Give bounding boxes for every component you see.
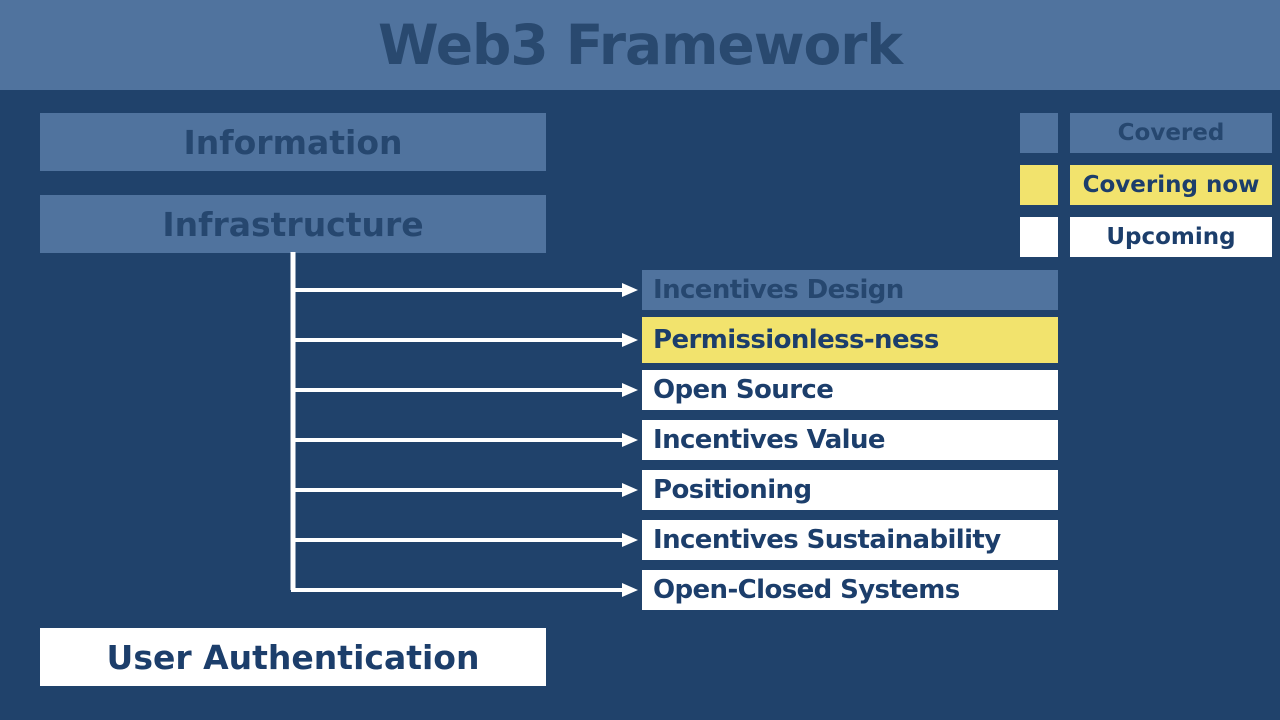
branch-permissionless-ness-label: Permissionless-ness xyxy=(653,325,939,355)
legend-swatch-covering-now xyxy=(1020,165,1058,205)
legend: Covered Covering now Upcoming xyxy=(1020,113,1272,257)
legend-swatch-upcoming xyxy=(1020,217,1058,257)
legend-row-covered: Covered xyxy=(1020,113,1272,153)
branch-incentives-value: Incentives Value xyxy=(642,420,1058,460)
legend-label-upcoming-text: Upcoming xyxy=(1106,224,1236,250)
legend-row-upcoming: Upcoming xyxy=(1020,217,1272,257)
branch-permissionless-ness: Permissionless-ness xyxy=(642,317,1058,363)
legend-label-covered-text: Covered xyxy=(1117,120,1225,146)
page-title: Web3 Framework xyxy=(378,13,903,77)
branch-positioning: Positioning xyxy=(642,470,1058,510)
legend-label-covered: Covered xyxy=(1070,113,1272,153)
node-information-label: Information xyxy=(183,122,403,162)
branch-list: Incentives Design Permissionless-ness Op… xyxy=(642,270,1058,610)
node-infrastructure-label: Infrastructure xyxy=(162,204,424,244)
legend-label-covering-now-text: Covering now xyxy=(1082,172,1260,198)
node-user-authentication: User Authentication xyxy=(40,628,546,686)
node-infrastructure: Infrastructure xyxy=(40,195,546,253)
legend-swatch-covered xyxy=(1020,113,1058,153)
legend-row-covering-now: Covering now xyxy=(1020,165,1272,205)
branch-open-source: Open Source xyxy=(642,370,1058,410)
branch-incentives-design-label: Incentives Design xyxy=(653,275,904,305)
legend-label-covering-now: Covering now xyxy=(1070,165,1272,205)
branch-open-source-label: Open Source xyxy=(653,375,834,405)
branch-incentives-value-label: Incentives Value xyxy=(653,425,885,455)
header-bar: Web3 Framework xyxy=(0,0,1280,90)
branch-incentives-design: Incentives Design xyxy=(642,270,1058,310)
branch-open-closed-systems-label: Open-Closed Systems xyxy=(653,575,960,605)
branch-incentives-sustainability-label: Incentives Sustainability xyxy=(653,525,1001,555)
branch-incentives-sustainability: Incentives Sustainability xyxy=(642,520,1058,560)
legend-label-upcoming: Upcoming xyxy=(1070,217,1272,257)
node-information: Information xyxy=(40,113,546,171)
branch-open-closed-systems: Open-Closed Systems xyxy=(642,570,1058,610)
node-user-authentication-label: User Authentication xyxy=(106,637,480,677)
branch-positioning-label: Positioning xyxy=(653,475,812,505)
